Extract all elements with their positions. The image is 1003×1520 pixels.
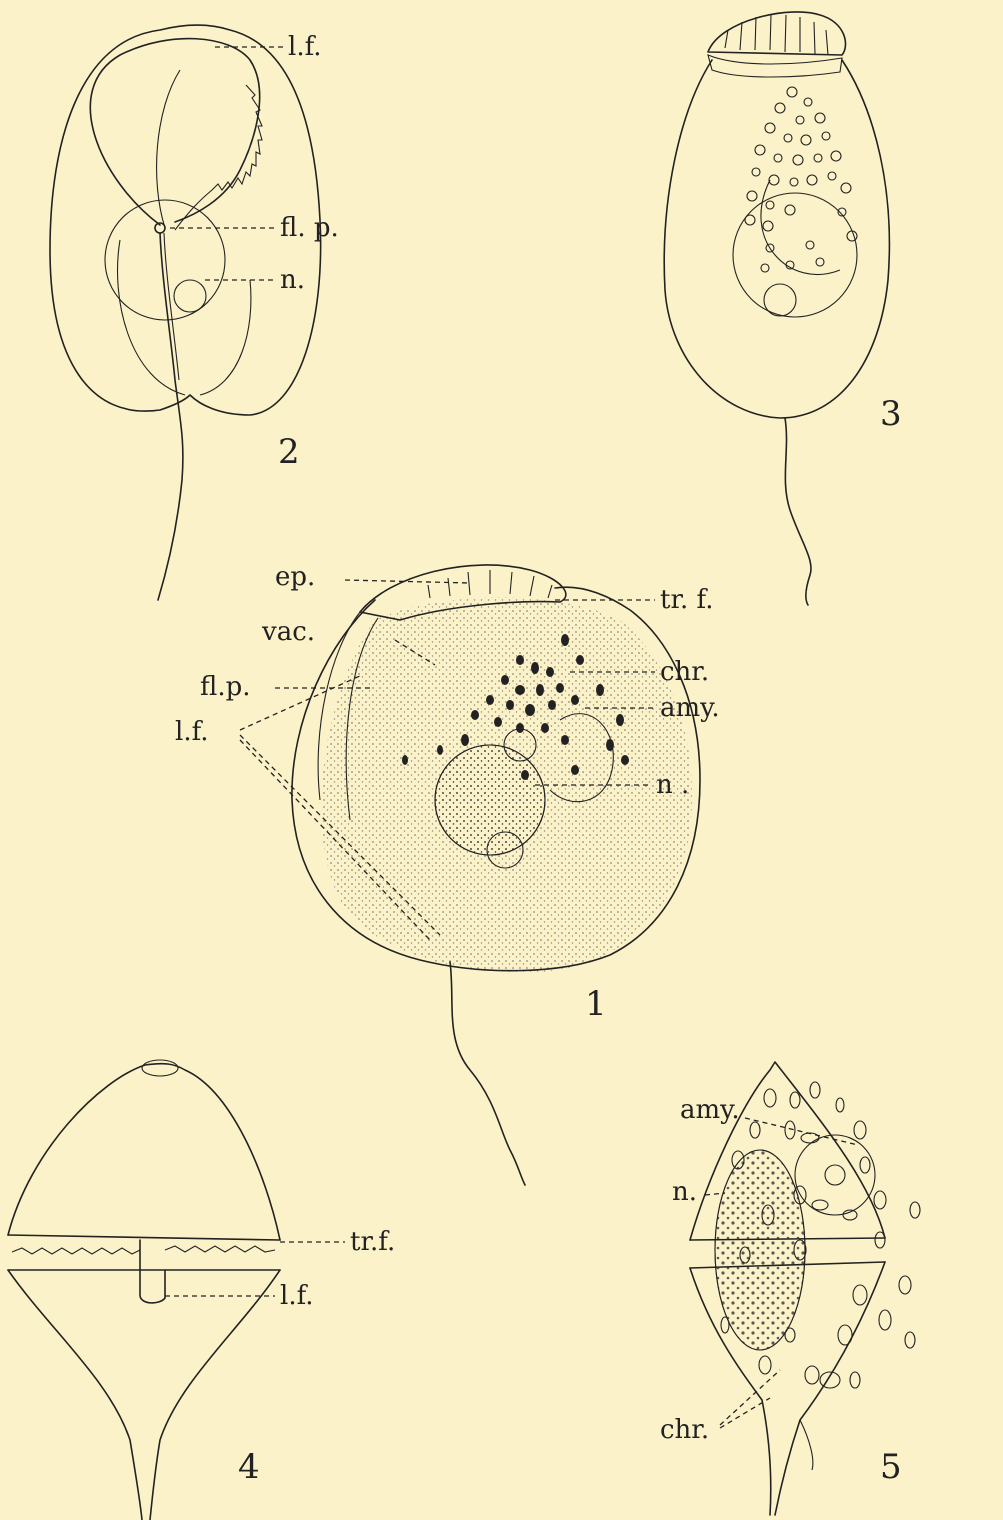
fig2-inner-strand — [157, 70, 180, 228]
fig2-inner-right-lobe — [200, 280, 251, 395]
fig3-flagellum — [785, 418, 811, 605]
figure-4: tr.f. l.f. 4 — [8, 1060, 395, 1520]
fig4-transverse-flagellum-right — [165, 1246, 275, 1252]
fig1-label-amy: amy. — [660, 693, 720, 723]
fig3-epicone-cap — [708, 12, 846, 55]
fig2-label-lf: l.f. — [288, 32, 322, 62]
fig1-label-n: n . — [656, 770, 689, 800]
fig3-cap-striae — [725, 15, 828, 55]
fig2-flagellum — [158, 233, 183, 600]
fig4-girdle-upper — [8, 1235, 280, 1240]
fig2-label-flp: fl. p. — [280, 213, 339, 243]
fig5-label-chr: chr. — [660, 1415, 709, 1445]
fig4-apical-pore — [142, 1060, 178, 1076]
fig5-number: 5 — [880, 1447, 902, 1487]
fig2-label-n: n. — [280, 265, 305, 295]
fig1-flagellum — [450, 962, 525, 1185]
fig5-label-amy: amy. — [680, 1095, 740, 1125]
figure-1: ep. tr. f. vac. chr. fl.p. amy. l.f. n .… — [175, 562, 720, 1185]
fig4-number: 4 — [238, 1447, 260, 1487]
fig1-label-vac: vac. — [261, 617, 315, 647]
fig1-label-flp: fl.p. — [200, 672, 251, 702]
fig5-hypocone-spine — [800, 1420, 813, 1470]
fig4-label-trf: tr.f. — [350, 1227, 395, 1257]
fig3-girdle — [708, 55, 842, 77]
fig1-label-trf: tr. f. — [660, 585, 714, 615]
fig1-number: 1 — [585, 984, 607, 1024]
fig2-number: 2 — [278, 432, 300, 472]
fig3-nucleolus — [764, 284, 796, 316]
fig5-amylum-core — [825, 1165, 845, 1185]
fig3-granules — [745, 87, 857, 272]
fig3-number: 3 — [880, 394, 902, 434]
fig1-label-chr: chr. — [660, 657, 709, 687]
fig4-label-lf: l.f. — [280, 1281, 314, 1311]
fig4-sulcus — [140, 1240, 165, 1303]
figure-3: 3 — [664, 12, 901, 605]
fig2-longitudinal-flagellum-loop — [90, 39, 259, 225]
fig2-nucleus-circle — [105, 200, 225, 320]
fig2-wavy-flagellum — [175, 85, 262, 230]
fig5-amylum-body — [795, 1135, 875, 1215]
figure-2: l.f. fl. p. n. 2 — [50, 25, 339, 600]
fig1-epicone-striae — [428, 570, 552, 598]
fig1-label-ep: ep. — [275, 562, 315, 592]
fig4-epicone — [8, 1064, 280, 1240]
fig2-nucleolus — [174, 280, 206, 312]
fig1-label-lf: l.f. — [175, 717, 209, 747]
fig5-label-n: n. — [672, 1177, 697, 1207]
fig4-transverse-flagellum-left — [12, 1248, 140, 1254]
fig1-nucleus — [435, 745, 545, 855]
figure-5: amy. n. chr. 5 — [660, 1062, 920, 1515]
